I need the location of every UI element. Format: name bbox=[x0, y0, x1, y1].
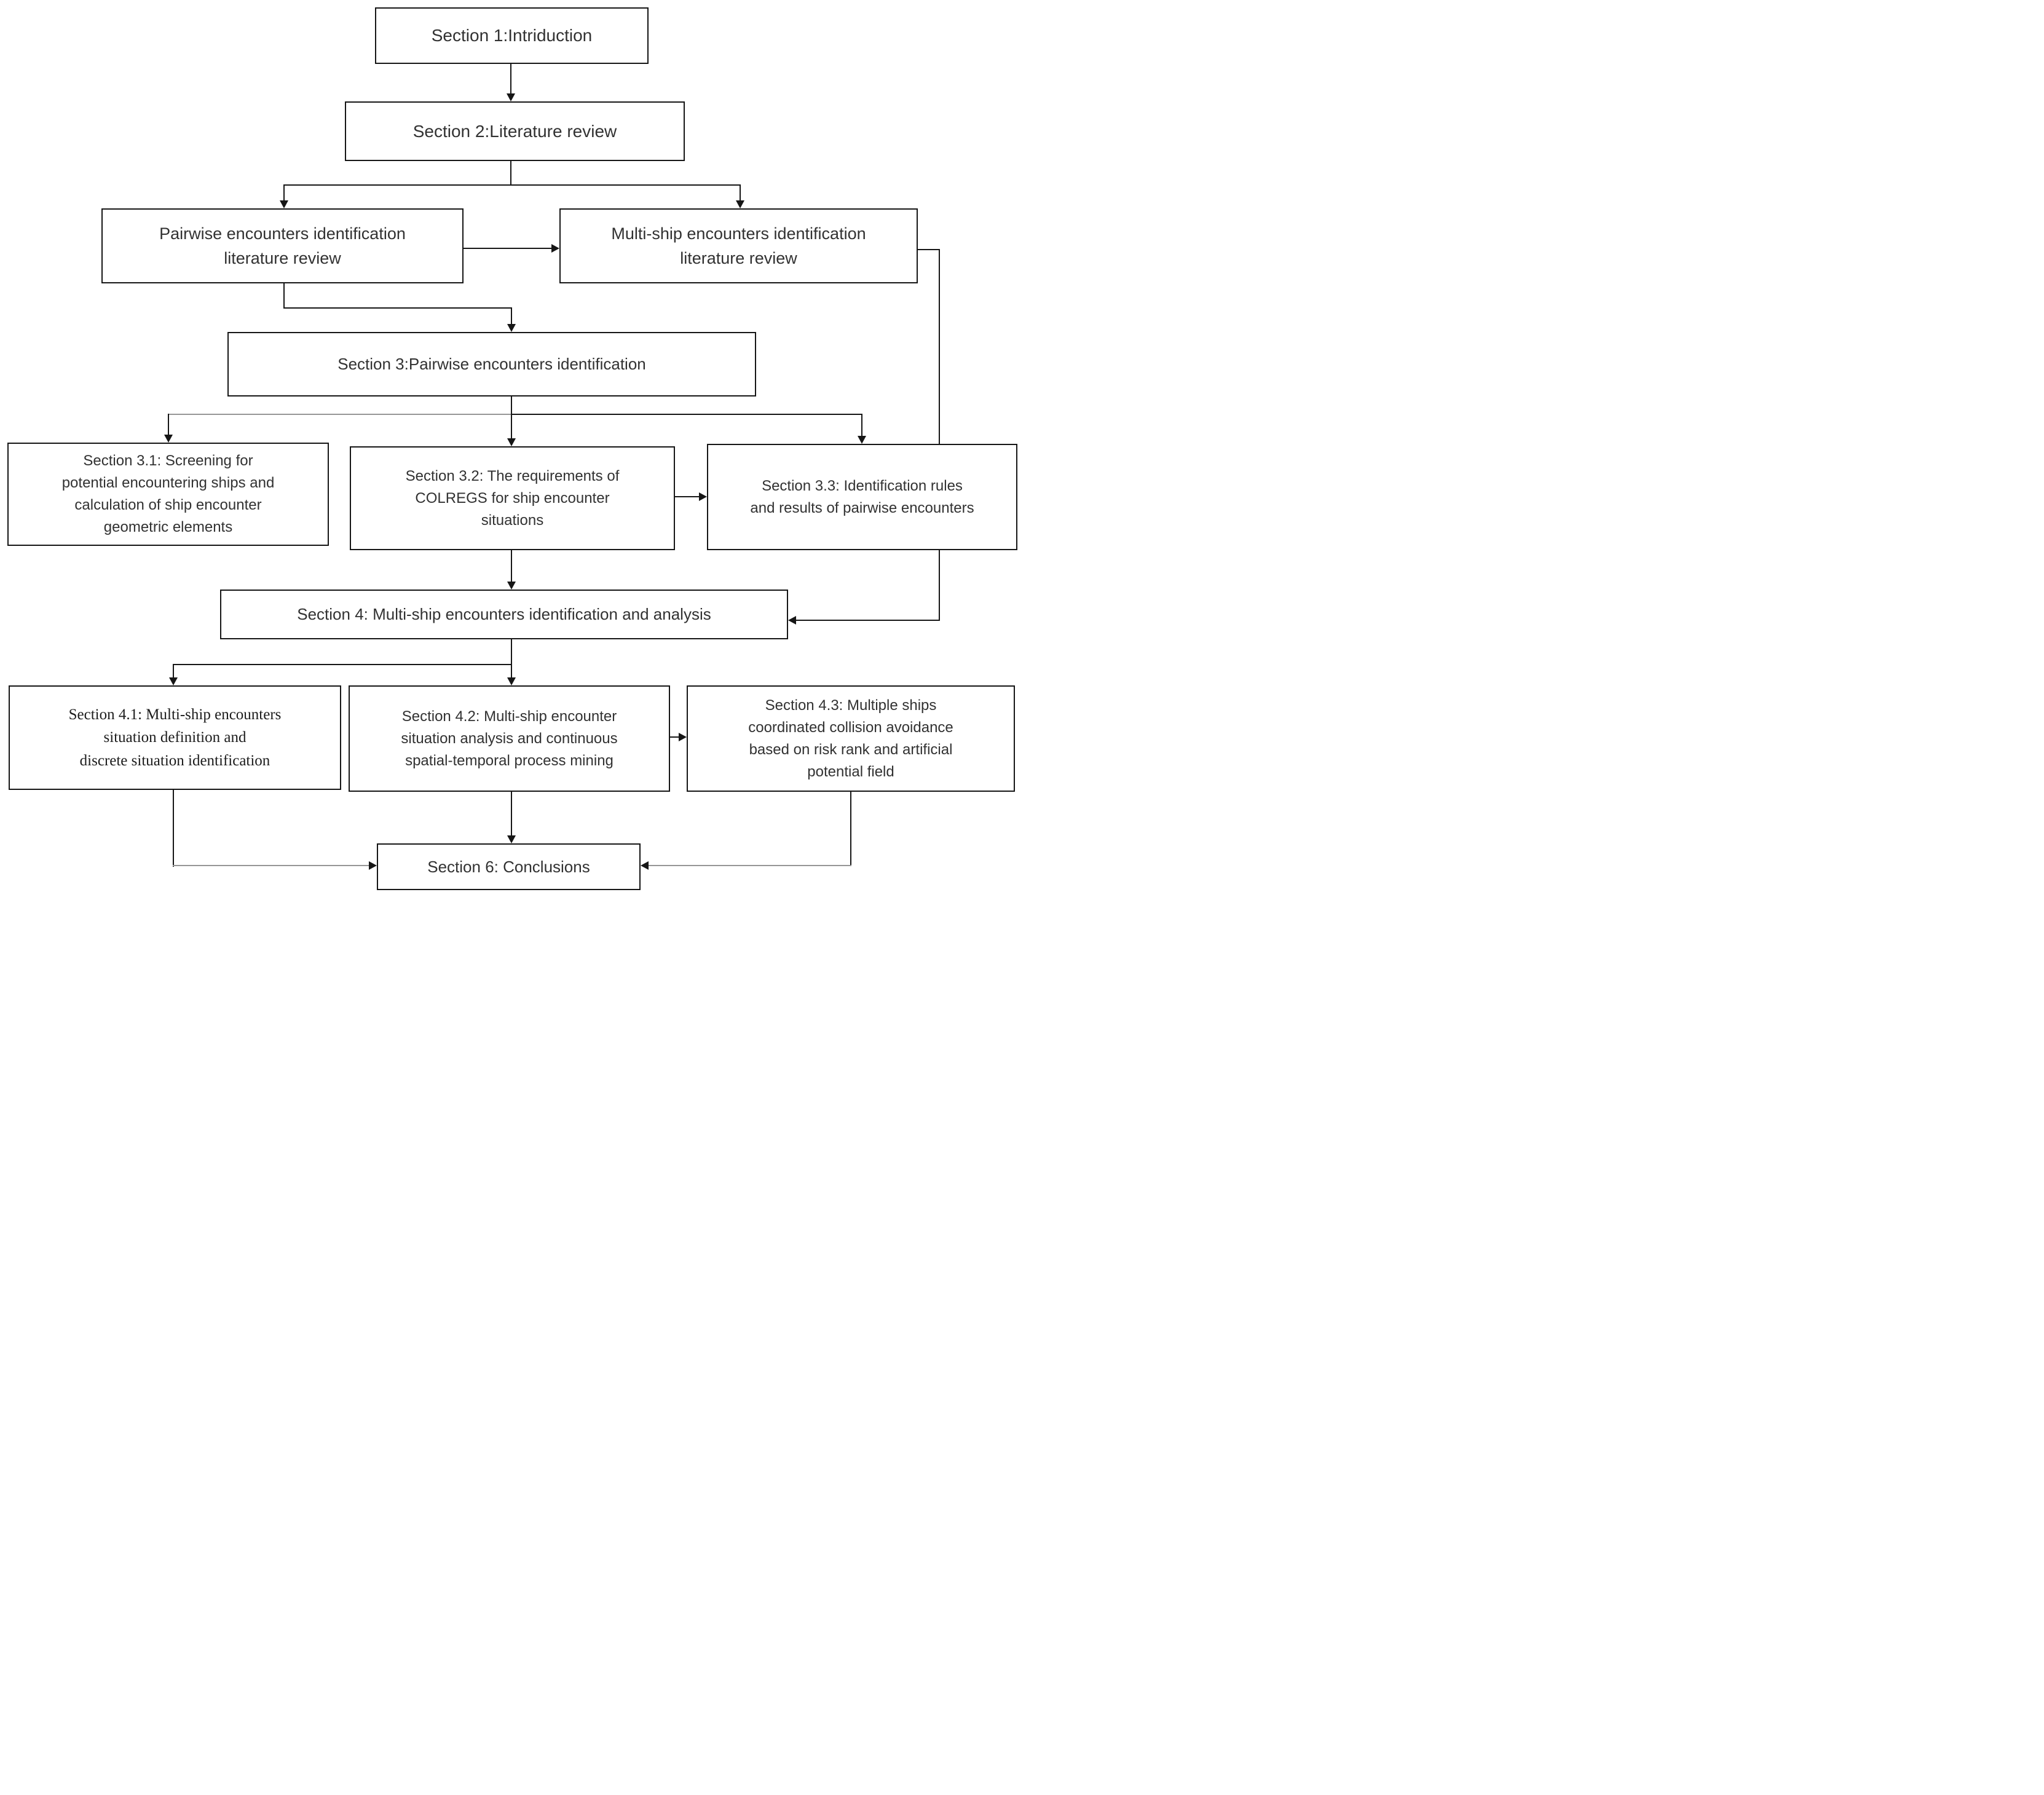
edge-s42-s6-line bbox=[511, 792, 512, 837]
node-pairwise-literature-review: Pairwise encounters identification liter… bbox=[101, 208, 464, 283]
node-section-3-3-label: Section 3.3: Identification rules and re… bbox=[750, 477, 974, 516]
edge-s32-s33-line bbox=[675, 496, 700, 497]
node-section-2: Section 2:Literature review bbox=[345, 101, 685, 161]
edge-s42-s6-arrowhead bbox=[507, 835, 516, 843]
edge-pairwise-multiship-arrowhead bbox=[551, 244, 559, 253]
edge-s3-s31-arrowhead bbox=[164, 435, 173, 443]
edge-s2-branch-bar bbox=[283, 184, 741, 186]
edge-s2-multiship-arrowhead bbox=[736, 200, 744, 208]
edge-s4-s41-line bbox=[173, 664, 174, 679]
node-section-1-label: Section 1:Intriduction bbox=[431, 26, 593, 45]
node-section-4-3-label: Section 4.3: Multiple ships coordinated … bbox=[748, 696, 953, 780]
node-section-1: Section 1:Intriduction bbox=[375, 7, 649, 64]
edge-s32-s33-arrowhead bbox=[699, 492, 707, 501]
node-multiship-literature-review: Multi-ship encounters identification lit… bbox=[559, 208, 918, 283]
flowchart-canvas: Section 1:Intriduction Section 2:Literat… bbox=[0, 0, 1022, 897]
edge-s32-s4-arrowhead bbox=[507, 582, 516, 590]
edge-s43-s6-arrowhead bbox=[641, 861, 649, 870]
node-section-4-1: Section 4.1: Multi-ship encounters situa… bbox=[9, 685, 341, 790]
edge-s2-multiship-line bbox=[740, 184, 741, 202]
edge-s41-s6-vline bbox=[173, 790, 174, 867]
edge-s41-s6-arrowhead bbox=[369, 861, 377, 870]
node-section-6-label: Section 6: Conclusions bbox=[427, 857, 590, 876]
edge-s42-s43-line bbox=[670, 736, 680, 738]
edge-s43-s6-hline-gray bbox=[649, 865, 851, 866]
edge-multiship-s4-arrowhead bbox=[788, 616, 796, 625]
edge-pairwise-s3-drop bbox=[511, 307, 512, 325]
node-section-2-label: Section 2:Literature review bbox=[412, 121, 617, 141]
edge-pairwise-s3-arrowhead bbox=[507, 324, 516, 332]
edge-pairwise-s3-vline bbox=[283, 283, 285, 309]
node-section-3-2-label: Section 3.2: The requirements of COLREGS… bbox=[405, 467, 620, 529]
edge-s4-s42-arrowhead bbox=[507, 677, 516, 685]
edge-s32-s4-line bbox=[511, 550, 512, 583]
node-section-3: Section 3:Pairwise encounters identifica… bbox=[227, 332, 756, 396]
node-section-3-3: Section 3.3: Identification rules and re… bbox=[707, 444, 1017, 550]
edge-s2-pairwise-line bbox=[283, 184, 285, 202]
edge-s3-s32-arrowhead bbox=[507, 438, 516, 446]
edge-s4-s41-arrowhead bbox=[169, 677, 178, 685]
node-section-4-label: Section 4: Multi-ship encounters identif… bbox=[297, 605, 711, 623]
node-section-4-1-label: Section 4.1: Multi-ship encounters situa… bbox=[68, 706, 282, 769]
edge-s43-s6-vline bbox=[850, 792, 851, 866]
edge-s4-branch-bar bbox=[173, 664, 512, 665]
node-section-4-2-label: Section 4.2: Multi-ship encounter situat… bbox=[401, 708, 618, 769]
edge-multiship-s4-vline bbox=[939, 249, 940, 621]
edge-s3-s32-line bbox=[511, 414, 512, 440]
node-section-4-3: Section 4.3: Multiple ships coordinated … bbox=[687, 685, 1015, 792]
node-section-3-2: Section 3.2: The requirements of COLREGS… bbox=[350, 446, 675, 550]
edge-multiship-s4-stub bbox=[918, 249, 940, 250]
edge-s42-s43-arrowhead bbox=[679, 733, 687, 741]
edge-pairwise-s3-hline bbox=[283, 307, 512, 309]
edge-s1-s2-line bbox=[510, 64, 511, 95]
node-section-6: Section 6: Conclusions bbox=[377, 843, 641, 890]
edge-multiship-s4-hline bbox=[795, 620, 940, 621]
node-section-3-1-label: Section 3.1: Screening for potential enc… bbox=[61, 452, 275, 535]
node-section-3-label: Section 3:Pairwise encounters identifica… bbox=[337, 355, 646, 373]
node-multiship-literature-review-label: Multi-ship encounters identification lit… bbox=[611, 224, 866, 268]
edge-s3-branch-stem bbox=[511, 396, 512, 415]
edge-s41-s6-hline-gray bbox=[173, 865, 369, 866]
edge-s3-s33-arrowhead bbox=[858, 436, 866, 444]
edge-s4-s42-line bbox=[511, 664, 512, 679]
node-section-3-1: Section 3.1: Screening for potential enc… bbox=[7, 443, 329, 546]
edge-s3-branch-bar-left-gray bbox=[168, 414, 511, 415]
edge-s4-branch-stem bbox=[511, 639, 512, 665]
edge-s3-s33-line bbox=[861, 414, 862, 437]
edge-s3-branch-bar-right bbox=[511, 414, 862, 415]
edge-pairwise-multiship-line bbox=[464, 248, 553, 249]
edge-s3-s31-line bbox=[168, 414, 169, 436]
node-section-4: Section 4: Multi-ship encounters identif… bbox=[220, 590, 788, 639]
edge-s2-branch-stem bbox=[510, 161, 511, 186]
edge-s1-s2-arrowhead bbox=[507, 93, 515, 101]
edge-s2-pairwise-arrowhead bbox=[280, 200, 288, 208]
node-pairwise-literature-review-label: Pairwise encounters identification liter… bbox=[159, 224, 406, 268]
node-section-4-2: Section 4.2: Multi-ship encounter situat… bbox=[349, 685, 670, 792]
